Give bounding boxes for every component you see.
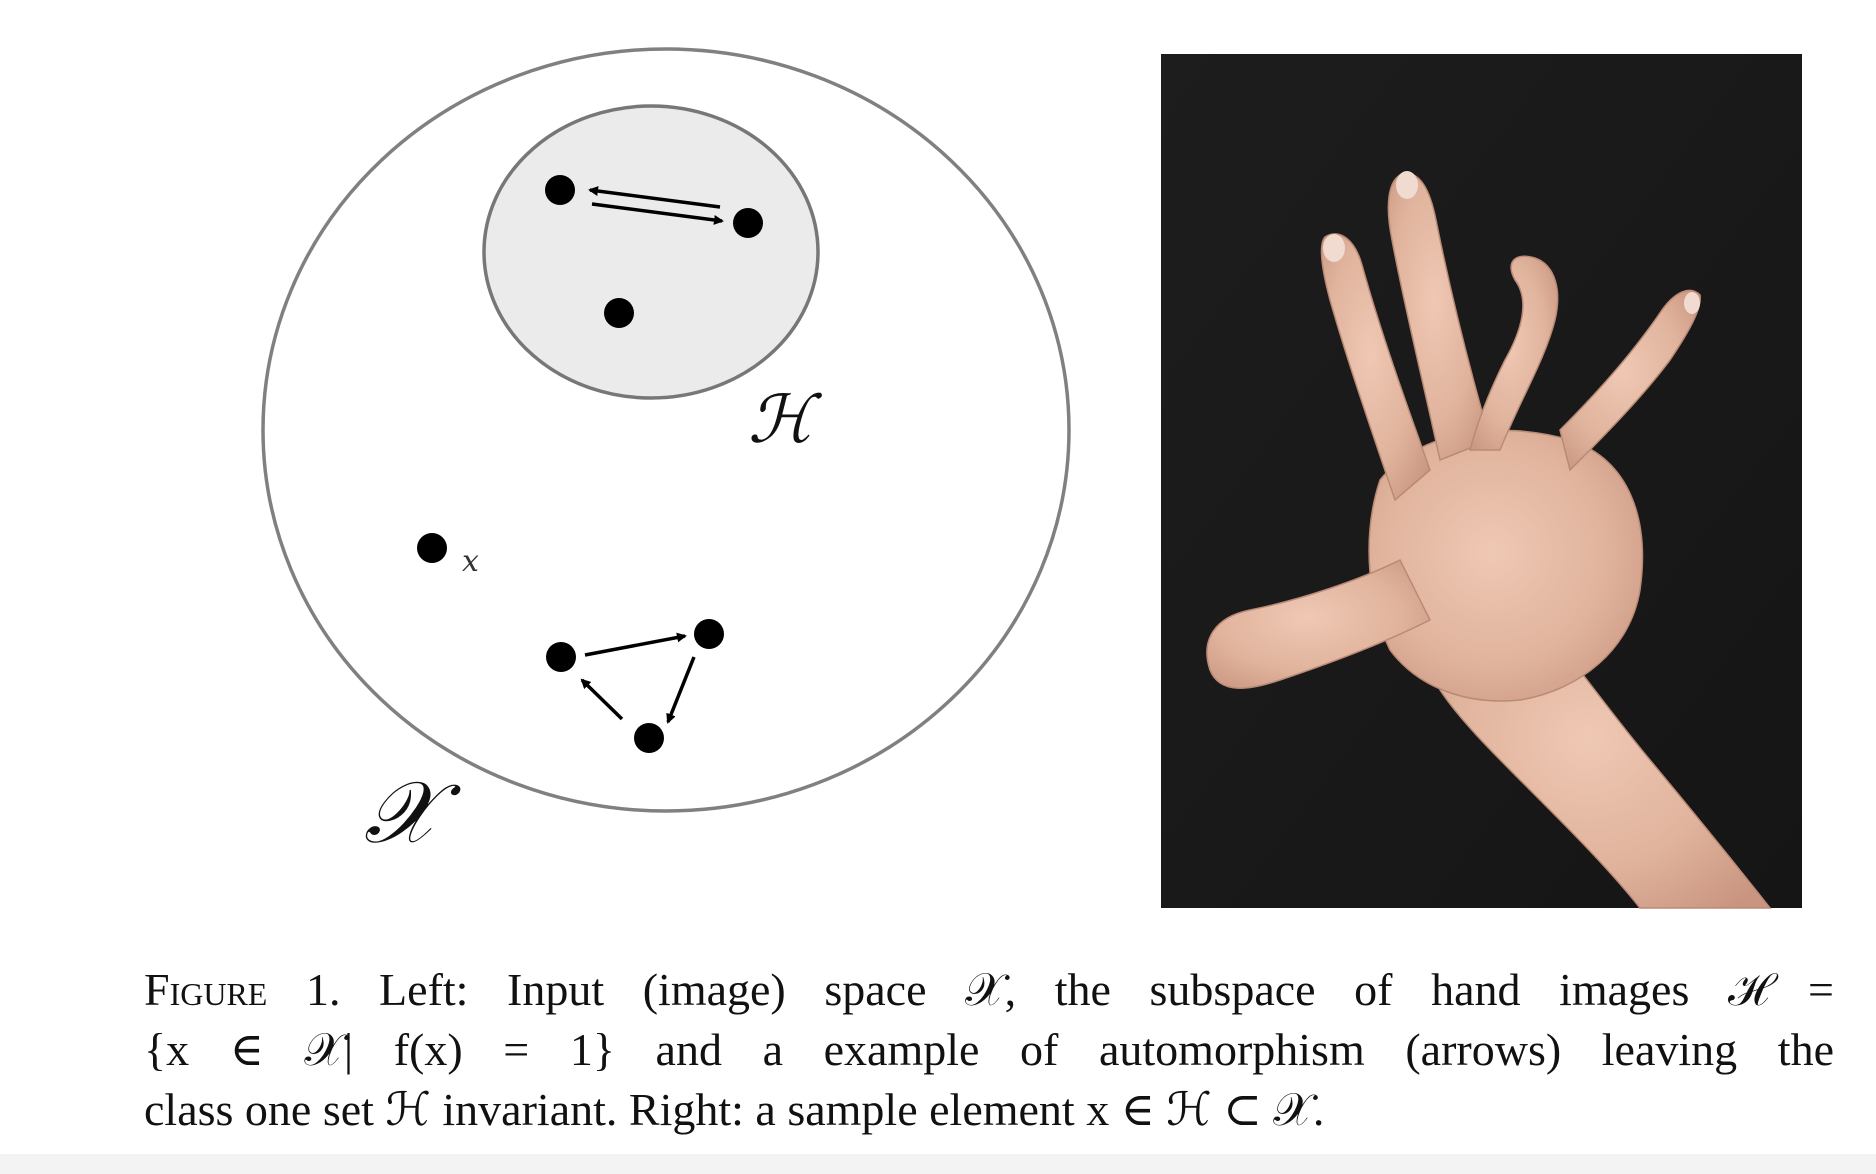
arrow-h-to-right bbox=[591, 202, 724, 225]
outer-set-label: 𝒳 bbox=[364, 763, 461, 863]
point-cycle-left bbox=[546, 642, 576, 672]
point-x-label: x bbox=[462, 544, 479, 579]
outer-set-circle bbox=[261, 47, 1071, 813]
point-h-right bbox=[733, 208, 763, 238]
arrow-cycle-right-to-bottom bbox=[666, 656, 696, 724]
nail-pinky bbox=[1684, 292, 1700, 314]
caption-line-2: {x ∈ 𝒳| f(x) = 1} and a example of autom… bbox=[144, 1024, 1834, 1075]
inner-set-label: ℋ bbox=[748, 381, 823, 458]
point-h-bottom bbox=[604, 298, 634, 328]
point-cycle-right bbox=[694, 619, 724, 649]
caption-text-1: Left: Input (image) space 𝒳, the subspac… bbox=[379, 964, 1834, 1015]
nail-index bbox=[1323, 234, 1345, 262]
arrow-cycle-bottom-to-left bbox=[580, 678, 624, 721]
hand-photo bbox=[1161, 54, 1802, 909]
point-x bbox=[417, 533, 447, 563]
bottom-edge-bar bbox=[0, 1154, 1876, 1174]
figure-caption: Figure 1. Left: Input (image) space 𝒳, t… bbox=[144, 960, 1834, 1140]
hand-illustration bbox=[1206, 172, 1772, 909]
inner-set-circle bbox=[482, 104, 820, 400]
figure-diagram: ℋ x 𝒳 bbox=[261, 47, 1802, 909]
nail-middle bbox=[1396, 171, 1418, 199]
arrow-h-to-left bbox=[588, 186, 721, 209]
caption-lead: Figure 1. bbox=[144, 964, 341, 1015]
point-cycle-bottom bbox=[634, 723, 664, 753]
arrow-cycle-left-to-right bbox=[584, 632, 687, 657]
caption-line-1: Figure 1. Left: Input (image) space 𝒳, t… bbox=[144, 960, 1834, 1020]
set-diagram: ℋ x 𝒳 bbox=[261, 47, 1071, 863]
point-h-left bbox=[545, 175, 575, 205]
caption-line-3: class one set ℋ invariant. Right: a samp… bbox=[144, 1084, 1325, 1135]
